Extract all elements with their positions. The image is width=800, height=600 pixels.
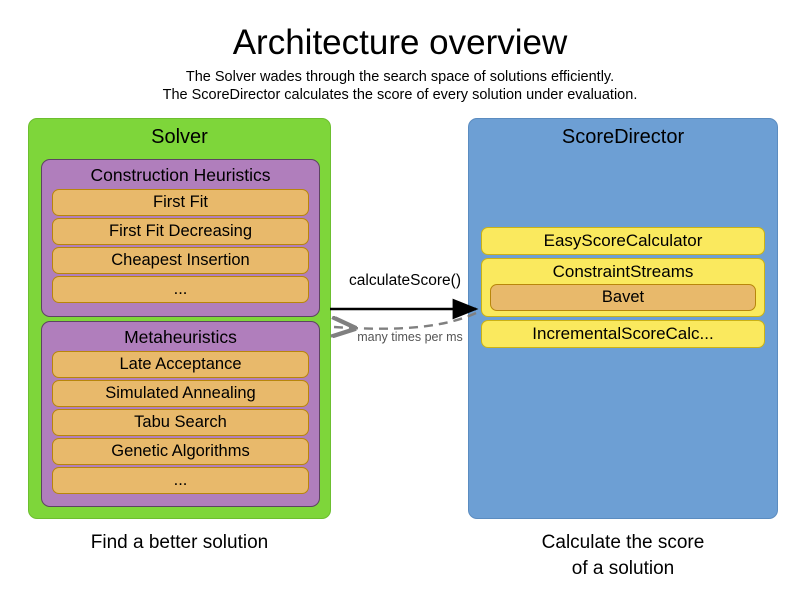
forward-arrow-label: calculateScore() (349, 272, 461, 289)
list-item-constraint-streams[interactable]: ConstraintStreams Bavet (481, 258, 765, 317)
scoredirector-caption: Calculate the score of a solution (468, 530, 778, 582)
scoredirector-caption-line-1: Calculate the score (541, 532, 705, 553)
page-title: Architecture overview (232, 23, 568, 62)
diagram-header: Architecture overview The Solver wades t… (0, 22, 800, 104)
metaheuristics-item-list: Late Acceptance Simulated Annealing Tabu… (52, 351, 309, 496)
list-item-easy-score-calculator[interactable]: EasyScoreCalculator (481, 227, 765, 255)
metaheuristics-group: Metaheuristics Late Acceptance Simulated… (41, 321, 320, 507)
list-item[interactable]: Cheapest Insertion (52, 247, 309, 274)
list-item[interactable]: Genetic Algorithms (52, 438, 309, 465)
list-item[interactable]: Simulated Annealing (52, 380, 309, 407)
list-item[interactable]: ... (52, 276, 309, 303)
list-item-incremental-score-calculator[interactable]: IncrementalScoreCalc... (481, 320, 765, 348)
metaheuristics-title: Metaheuristics (124, 327, 237, 347)
constraint-streams-label: ConstraintStreams (552, 262, 694, 281)
solver-panel-title: Solver (151, 126, 208, 148)
subtitle-line-1: The Solver wades through the search spac… (185, 69, 615, 85)
list-item[interactable]: First Fit Decreasing (52, 218, 309, 245)
scoredirector-caption-line-2: of a solution (571, 558, 675, 579)
solver-panel: Solver Construction Heuristics First Fit… (28, 118, 331, 519)
construction-heuristics-item-list: First Fit First Fit Decreasing Cheapest … (52, 189, 309, 305)
scoredirector-item-list: EasyScoreCalculator ConstraintStreams Ba… (481, 227, 765, 351)
list-item[interactable]: First Fit (52, 189, 309, 216)
list-item-bavet[interactable]: Bavet (490, 284, 756, 311)
scoredirector-panel: ScoreDirector EasyScoreCalculator Constr… (468, 118, 778, 519)
construction-heuristics-title: Construction Heuristics (90, 165, 271, 185)
construction-heuristics-group: Construction Heuristics First Fit First … (41, 159, 320, 317)
return-arrow-label: many times per ms (357, 330, 463, 344)
scoredirector-panel-title: ScoreDirector (561, 126, 685, 148)
list-item[interactable]: Late Acceptance (52, 351, 309, 378)
return-arrow-line (334, 311, 477, 329)
list-item[interactable]: Tabu Search (52, 409, 309, 436)
list-item[interactable]: ... (52, 467, 309, 494)
subtitle-line-2: The ScoreDirector calculates the score o… (162, 87, 638, 103)
solver-caption: Find a better solution (90, 532, 269, 553)
